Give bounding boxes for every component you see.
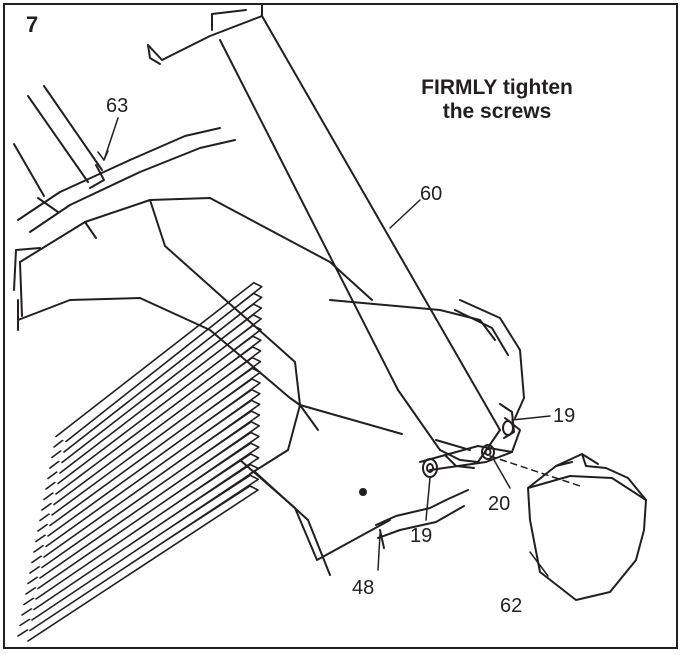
callout-48: 48 <box>352 577 375 599</box>
callout-leaders <box>97 117 581 577</box>
instruction-text: FIRMLY tighten the screws <box>392 76 602 124</box>
callout-19-left: 19 <box>410 525 433 547</box>
base-cover <box>527 453 647 601</box>
callout-62: 62 <box>500 595 523 617</box>
left-upright <box>13 85 105 213</box>
step-number: 7 <box>26 12 39 37</box>
instruction-line-1: FIRMLY tighten <box>421 76 573 99</box>
tread-slat <box>55 281 263 443</box>
tread-belt-slats <box>17 281 263 642</box>
callout-63: 63 <box>106 95 129 117</box>
callout-19-right: 19 <box>553 405 576 427</box>
base-bracket <box>419 403 521 478</box>
treadmill-hood <box>13 127 525 576</box>
callout-60: 60 <box>420 183 443 205</box>
instruction-line-2: the screws <box>442 100 552 123</box>
foot-leveler <box>359 488 469 549</box>
callout-20: 20 <box>488 493 511 515</box>
